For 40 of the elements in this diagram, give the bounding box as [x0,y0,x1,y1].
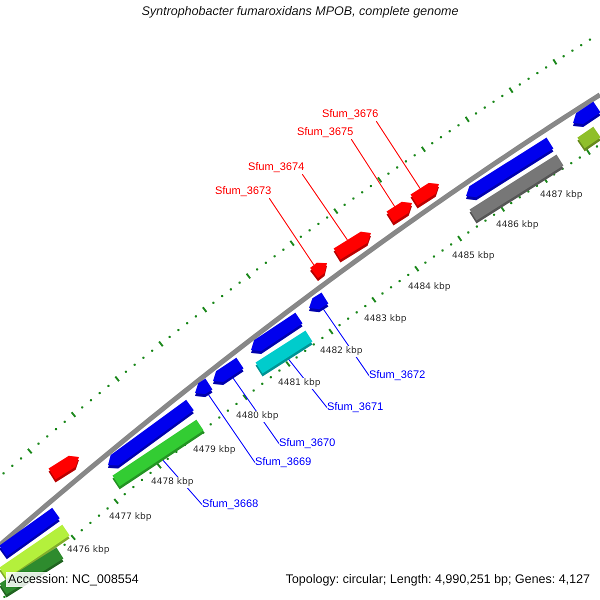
gene-feature [573,102,600,127]
tick-label: 4479 kbp [193,445,236,456]
leader-line [268,198,314,266]
gene-label: Sfum_3672 [369,369,426,382]
leader-line [350,138,396,207]
leader-line [376,120,421,189]
tick-label: 4486 kbp [496,220,538,231]
title: Syntrophobacter fumaroxidans MPOB, complete genome [140,4,460,19]
gene-label: Sfum_3671 [327,401,384,414]
leader-line [208,394,256,464]
gene-feature [334,232,371,263]
accession-text: Accession: NC_008554 [6,572,141,587]
gene-feature [310,262,327,282]
tick-label: 4483 kbp [364,314,406,325]
gene-feature [410,182,439,208]
gene-label: Sfum_3675 [297,126,354,140]
tick-label: 4478 kbp [151,477,194,488]
gene-label: Sfum_3674 [248,161,304,174]
tick-label: 4481 kbp [278,378,320,389]
tick-label: 4482 kbp [320,346,362,357]
leader-line [302,174,348,240]
tick-label: 4487 kbp [540,190,582,201]
tick-label: 4485 kbp [452,251,494,262]
tick-label: 4484 kbp [408,282,450,293]
gene-feature [213,358,244,385]
gene-feature [256,330,312,376]
tick-label: 4480 kbp [236,411,278,422]
tick-label: 4477 kbp [109,512,152,523]
gene-feature [386,202,412,226]
gene-label: Sfum_3668 [202,498,258,512]
gene-feature [48,456,79,482]
genome-info-text: Topology: circular; Length: 4,990,251 bp; Genes: 4,127 [286,572,590,587]
gene-feature [577,126,600,152]
gene-label: Sfum_3673 [215,185,272,198]
tick-label: 4476 kbp [67,545,110,556]
gene-feature [309,292,328,312]
gene-feature [195,378,213,398]
gene-label: Sfum_3670 [279,437,336,450]
gene-label: Sfum_3676 [322,108,378,122]
gene-label: Sfum_3669 [255,456,312,470]
